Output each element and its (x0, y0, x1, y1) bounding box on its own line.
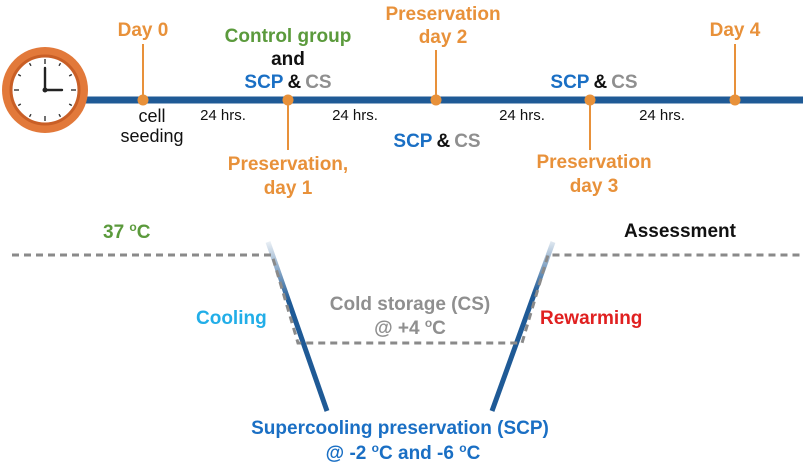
cold-storage-label: Cold storage (CS) (330, 294, 490, 315)
clock-icon (2, 47, 88, 133)
interval-4-label: 24 hrs. (639, 107, 685, 124)
scp-text: SCP (244, 72, 283, 93)
preservation-day2-label: Preservation (385, 4, 500, 25)
rewarming-label: Rewarming (540, 308, 642, 329)
cold-storage-temp-label: @ +4 oC (374, 316, 446, 339)
amp-text: & (287, 72, 301, 93)
preservation-day3-label: Preservation (536, 152, 651, 173)
day0-marker (137, 44, 149, 106)
scp-text: SCP (393, 131, 432, 152)
cs-text: CS (611, 72, 637, 93)
preservation-day3-sub: day 3 (570, 176, 619, 197)
day1-marker (282, 94, 294, 150)
scp-temp-label: @ -2 oC and -6 oC (326, 441, 481, 464)
interval-2-label: 24 hrs. (332, 107, 378, 124)
scp-cs-label-3: SCP&CS (550, 72, 637, 93)
amp-text: & (436, 131, 450, 152)
preservation-day1-label: Preservation, (228, 154, 348, 175)
amp-text: & (593, 72, 607, 93)
day0-label: Day 0 (118, 20, 169, 41)
cooling-label: Cooling (196, 308, 267, 329)
cs-text: CS (454, 131, 480, 152)
day4-marker (729, 44, 741, 106)
scp-cs-label-2: SCP&CS (393, 131, 480, 152)
scp-text: SCP (550, 72, 589, 93)
assessment-label: Assessment (624, 221, 737, 242)
interval-1-label: 24 hrs. (200, 107, 246, 124)
cs-text: CS (305, 72, 331, 93)
control-group-label: Control group (225, 26, 352, 47)
cell-seeding-label-1: cell (138, 106, 165, 126)
cell-seeding-label-2: seeding (120, 126, 183, 146)
day3-marker (584, 94, 596, 150)
preservation-day2-sub: day 2 (419, 27, 468, 48)
scp-cs-label-1: SCP&CS (244, 72, 331, 93)
cold-storage-path (12, 253, 803, 345)
interval-3-label: 24 hrs. (499, 107, 545, 124)
profile-cooling-segment (265, 241, 330, 412)
and-label: and (271, 49, 305, 70)
preservation-day1-sub: day 1 (264, 178, 313, 199)
day2-marker (430, 50, 442, 106)
day4-label: Day 4 (710, 20, 761, 41)
temp-37c-label: 37 oC (103, 220, 151, 243)
scp-label: Supercooling preservation (SCP) (251, 418, 549, 439)
